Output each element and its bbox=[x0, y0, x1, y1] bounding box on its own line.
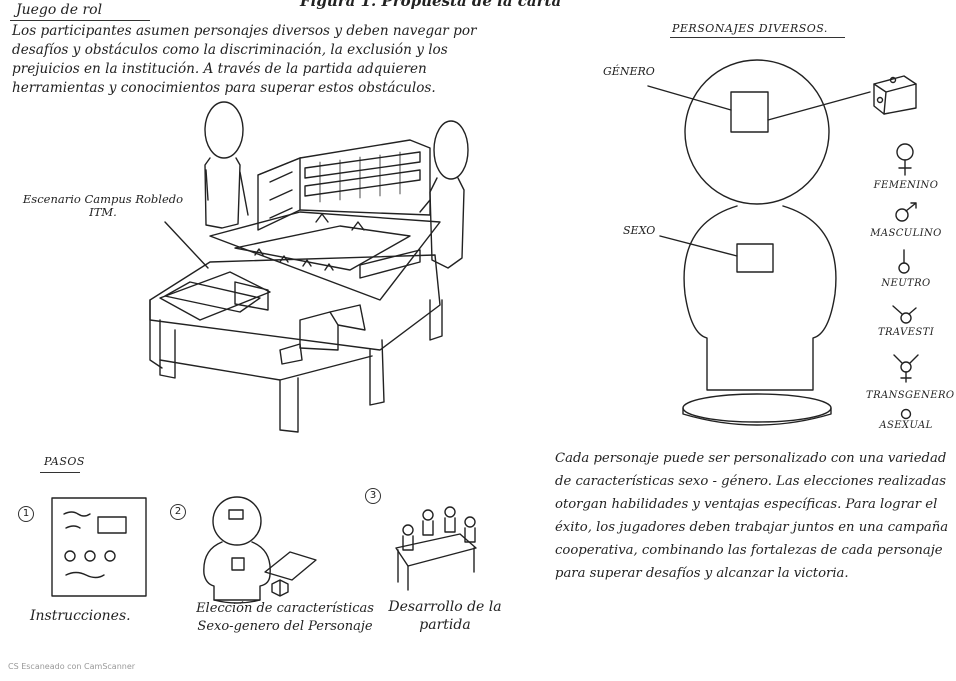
campus-stage-drawing bbox=[150, 102, 468, 432]
transgender-symbol-icon bbox=[894, 355, 918, 382]
legend-transgenero: TRANSGENERO bbox=[866, 390, 946, 401]
legend-femenino: FEMENINO bbox=[866, 180, 946, 191]
scanner-watermark: CS Escaneado con CamScanner bbox=[8, 662, 135, 671]
step-label-character-choice: Elección de características Sexo-genero … bbox=[180, 600, 390, 636]
gender-label: GÉNERO bbox=[603, 65, 655, 78]
neutral-symbol-icon bbox=[899, 250, 909, 273]
female-symbol-icon bbox=[897, 144, 913, 175]
characters-heading: PERSONAJES DIVERSOS. bbox=[672, 22, 828, 35]
step-number-2: 2 bbox=[170, 504, 186, 520]
legend-neutro: NEUTRO bbox=[866, 278, 946, 289]
legend-asexual: ASEXUAL bbox=[866, 420, 946, 431]
characters-underline bbox=[670, 37, 845, 38]
dice-icon bbox=[874, 76, 916, 114]
legend-travesti: TRAVESTI bbox=[866, 327, 946, 338]
step-label-instructions: Instrucciones. bbox=[30, 608, 131, 624]
step-number-1: 1 bbox=[18, 506, 34, 522]
game-table-drawing bbox=[396, 507, 476, 590]
male-symbol-icon bbox=[896, 203, 916, 221]
travesti-symbol-icon bbox=[893, 306, 916, 323]
character-figure-drawing bbox=[648, 60, 870, 425]
step-number-3: 3 bbox=[365, 488, 381, 504]
sex-label: SEXO bbox=[623, 224, 655, 237]
step-label-game-development: Desarrollo de la partida bbox=[380, 598, 510, 634]
steps-underline bbox=[40, 472, 80, 473]
character-selection-drawing bbox=[204, 497, 316, 603]
asexual-symbol-icon bbox=[902, 410, 911, 419]
character-description: Cada personaje puede ser personalizado c… bbox=[555, 447, 955, 585]
instructions-card-drawing bbox=[52, 498, 146, 596]
legend-masculino: MASCULINO bbox=[866, 228, 946, 239]
steps-heading: PASOS bbox=[44, 455, 85, 468]
